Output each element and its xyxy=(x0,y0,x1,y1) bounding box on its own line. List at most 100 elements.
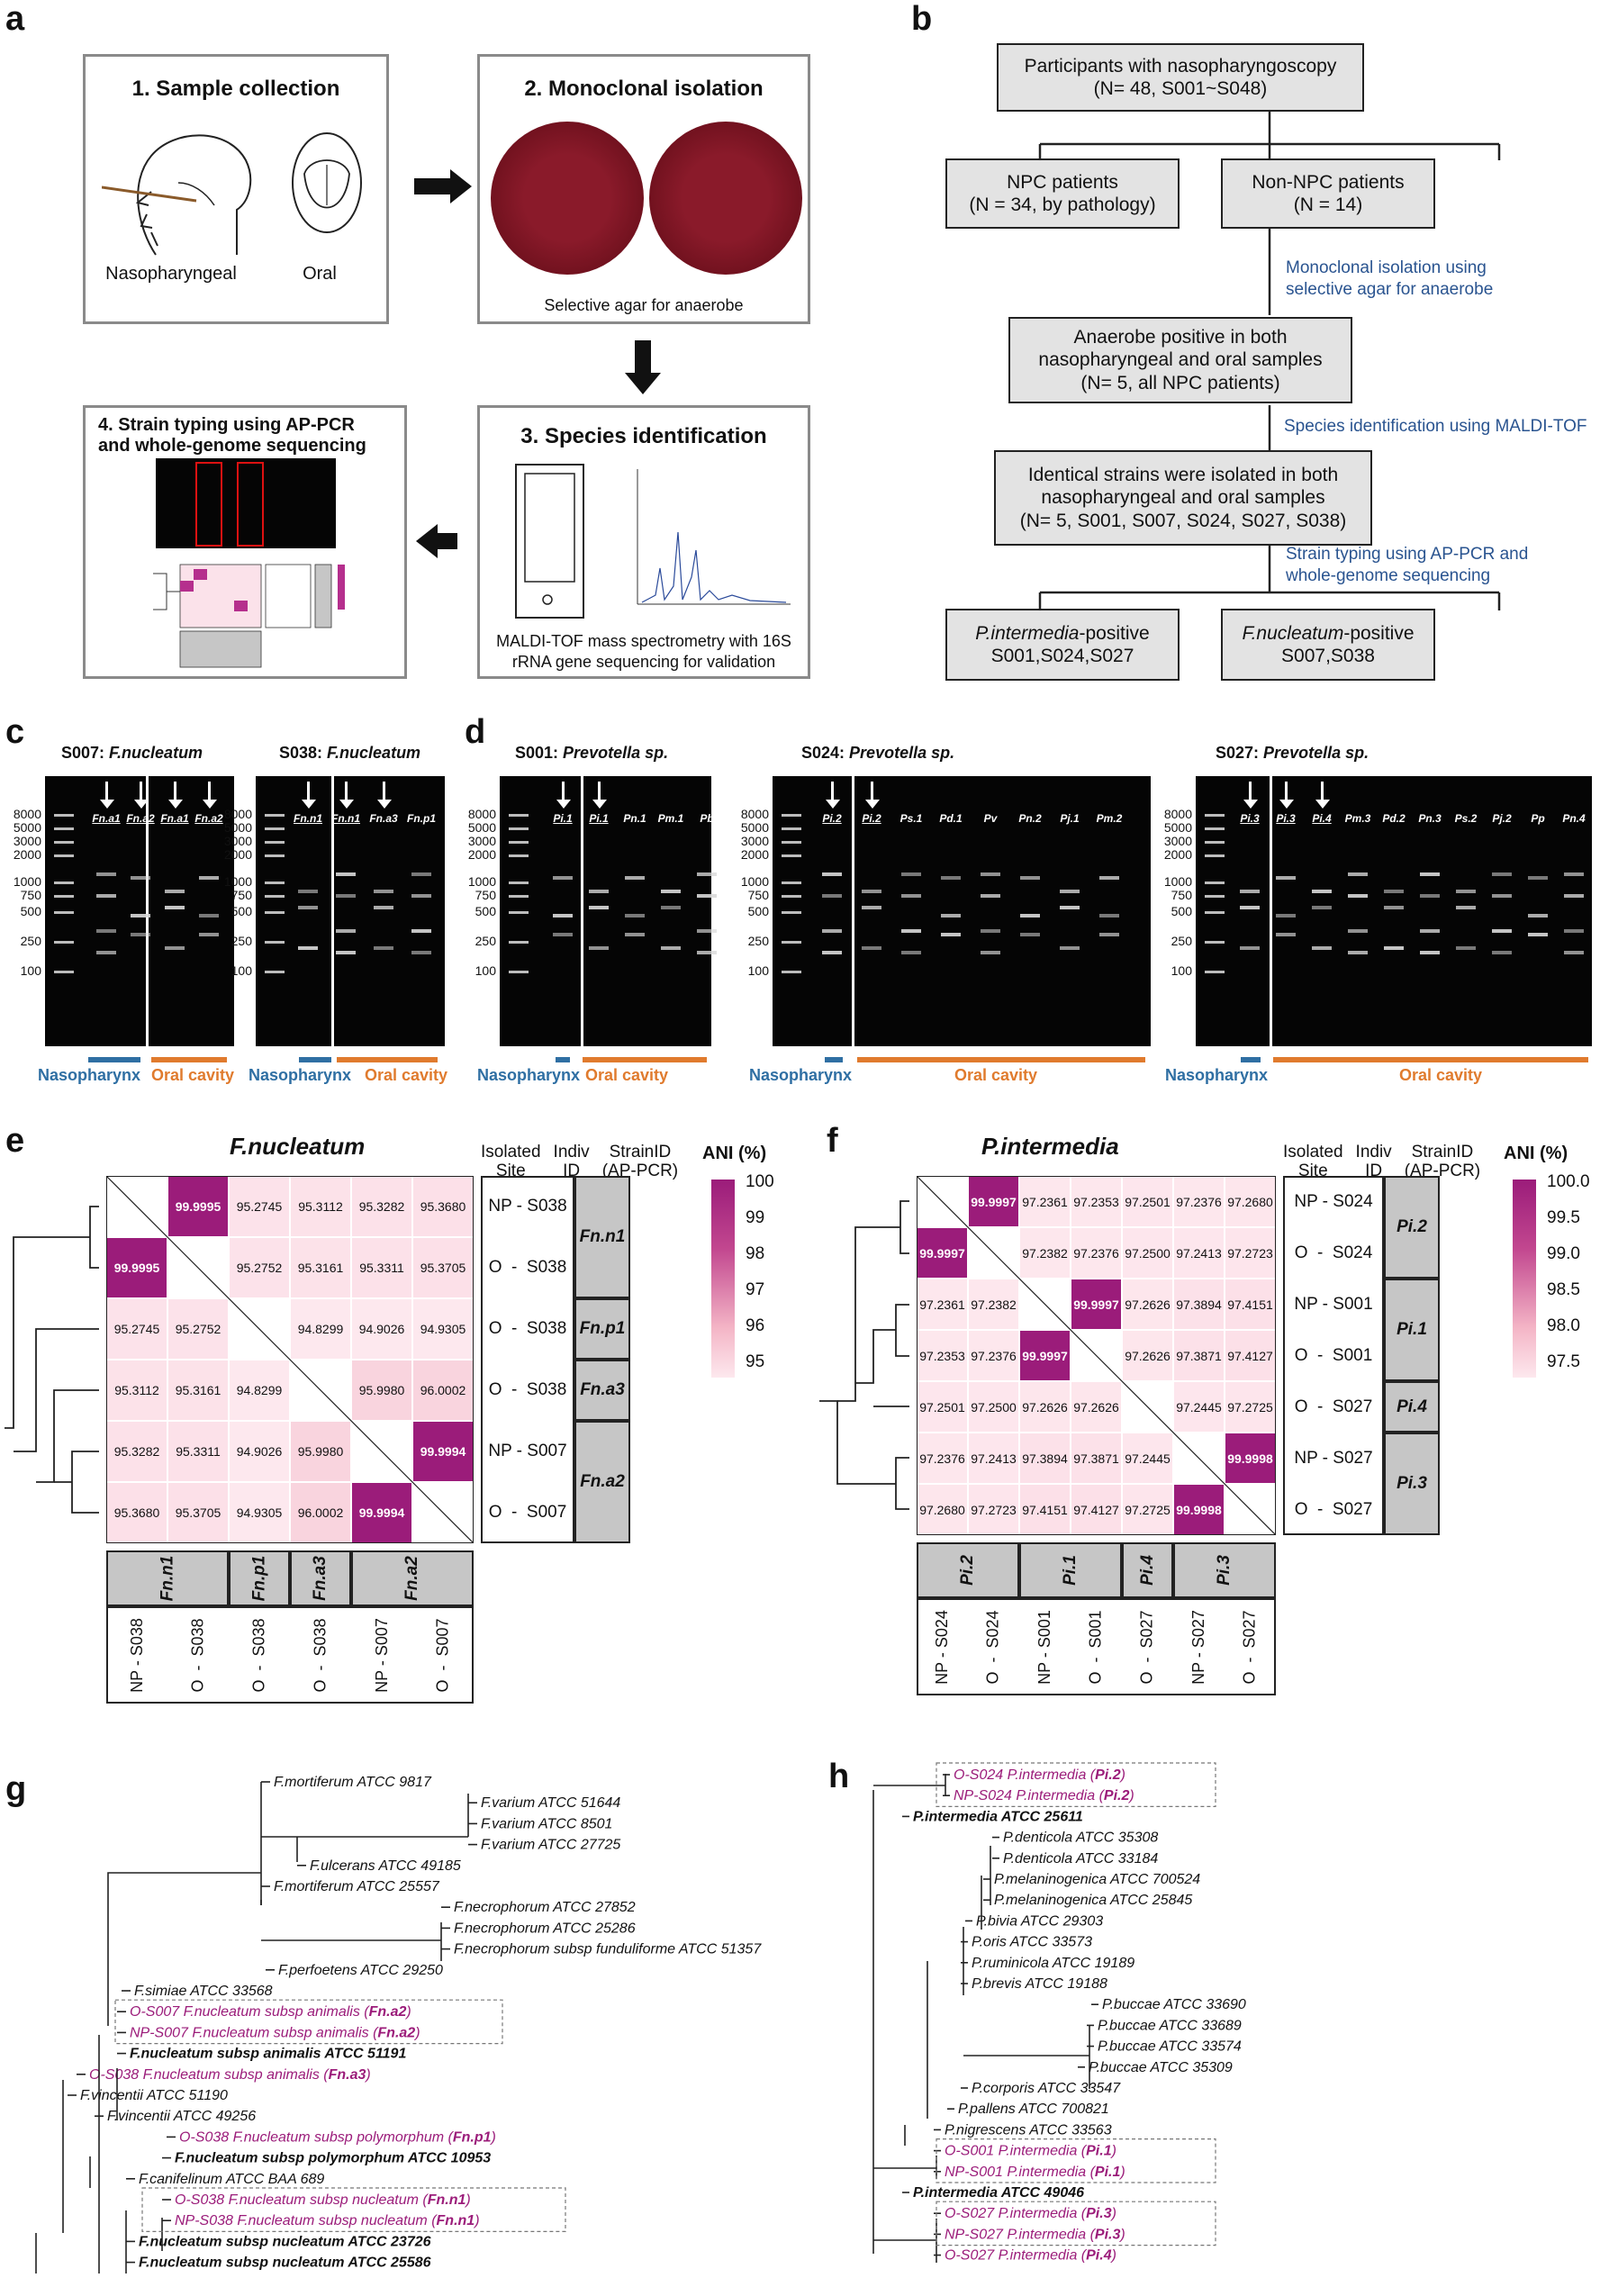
flow-box-identical-line3: (N= 5, S001, S007, S024, S027, S038) xyxy=(1019,510,1347,531)
step2-caption: Selective agar for anaerobe xyxy=(544,296,744,314)
heatmap-f-col-label: NP - S027 xyxy=(1173,1598,1225,1695)
gel-s024-band xyxy=(1020,876,1040,880)
gel-s024-lane-label: Pv xyxy=(983,812,998,825)
heatmap-e-cell: 95.2745 xyxy=(106,1298,167,1360)
tree-g-leaf-label: F.nucleatum subsp animalis ATCC 51191 xyxy=(130,2047,406,2062)
gel-s007-band xyxy=(199,876,219,880)
tree-h-leaf: P.buccae ATCC 33574 xyxy=(1087,2039,1242,2055)
gel-s027-lane-arrow-head xyxy=(1279,800,1294,809)
gel-s027-band xyxy=(1528,914,1548,917)
flow-box-fnucleatum: F.nucleatum-positive S007,S038 xyxy=(1221,609,1435,681)
heatmap-e-group-label: Fn.n1 xyxy=(574,1176,630,1298)
gel-s027-band xyxy=(1492,893,1512,898)
heatmap-e-col-label-text: NP - S007 xyxy=(372,1617,391,1693)
gel-s024-ladder-band xyxy=(782,895,801,898)
tree-h-leaf: P.buccae ATCC 35309 xyxy=(1078,2060,1233,2075)
heatmap-f-group-col-label: Pi.4 xyxy=(1122,1542,1173,1598)
gel-s024-ladder-label: 5000 xyxy=(740,820,769,835)
gel-s001-species: Prevotella sp. xyxy=(563,744,669,762)
gel-s038-band xyxy=(374,946,393,950)
heatmap-f-row-labels-box xyxy=(1283,1176,1384,1535)
tree-h-strain-tag: Pi.4 xyxy=(1086,2248,1112,2264)
heatmap-e-row-label: NP - S007 xyxy=(488,1442,567,1460)
tree-g-leaf-label: F.ulcerans ATCC 49185 xyxy=(310,1858,461,1874)
gel-s001-ladder-label: 100 xyxy=(475,963,496,978)
gel-s024-band xyxy=(822,950,842,954)
gel-s001-ladder-label: 3000 xyxy=(467,834,496,848)
heatmap-f-cell: 97.2725 xyxy=(1122,1484,1173,1535)
heatmap-e-cell: 94.9026 xyxy=(351,1298,412,1360)
tree-h-strain-tag-close: ) xyxy=(1118,2165,1125,2180)
tree-g-strain-tag-close: ) xyxy=(404,2004,411,2020)
heatmap-f-cell: 97.2723 xyxy=(968,1484,1019,1535)
gel-s027-band xyxy=(1384,890,1404,893)
gel-s027-band xyxy=(1276,933,1296,936)
gel-s027-ladder-band xyxy=(1205,814,1225,817)
gel-s024-lane-arrow-head xyxy=(865,800,880,809)
gel-s027-lane-label: Pd.2 xyxy=(1382,812,1406,825)
gel-s007-band xyxy=(96,872,116,876)
tree-g-leaf-label: F.varium ATCC 51644 xyxy=(481,1795,620,1811)
tree-h-strain-tag: Pi.2 xyxy=(1095,1767,1121,1783)
tree-g-leaf-label: F.vincentii ATCC 51190 xyxy=(80,2088,228,2103)
flow-note-monoclonal: Monoclonal isolation using selective aga… xyxy=(1286,258,1493,301)
gel-s024-lane-label: Pi.2 xyxy=(862,812,881,825)
gel-s001-lane-arrow-head xyxy=(592,800,607,809)
heatmap-f-cell: 97.2626 xyxy=(1122,1279,1173,1330)
gel-s038-lane-label: Fn.n1 xyxy=(294,812,322,825)
tree-g-leaf: F.varium ATCC 8501 xyxy=(468,1816,612,1831)
tree-g-leaf: F.mortiferum ATCC 25557 xyxy=(261,1879,440,1894)
gel-s024-ladder-band xyxy=(782,814,801,817)
gel-s024-band xyxy=(1020,914,1040,917)
gel-s024-ladder-label: 750 xyxy=(747,888,769,902)
heatmap-e-title: F.nucleatum xyxy=(230,1133,366,1160)
gel-s038-ladder-band xyxy=(265,895,285,898)
gel-s024-sample-id: S024: xyxy=(801,744,850,762)
heatmap-f-col-label-text: O - S027 xyxy=(1241,1609,1260,1685)
heatmap-f-title: P.intermedia xyxy=(981,1133,1119,1160)
tree-h-leaf-label: P.melaninogenica ATCC 25845 xyxy=(994,1893,1192,1908)
heatmap-e-row-label: NP - S038 xyxy=(488,1197,567,1216)
heatmap-f-group-label: Pi.1 xyxy=(1384,1279,1440,1381)
gel-s024-band xyxy=(941,876,961,880)
gel-s001-band xyxy=(625,914,645,917)
heatmap-f-cell: 97.3871 xyxy=(1071,1433,1122,1484)
gel-s024-ladder-label: 8000 xyxy=(740,807,769,821)
gel-s024-band xyxy=(1099,876,1119,880)
tree-g-leaf-label: O-S007 F.nucleatum subsp animalis (Fn.a2… xyxy=(130,2004,411,2020)
gel-s001-band xyxy=(589,890,609,893)
gel-s024-ladder-label: 100 xyxy=(747,963,769,978)
gel-s038-nasopharynx-bar xyxy=(299,1057,331,1062)
gel-s038-lane-arrow-head xyxy=(302,800,316,809)
tree-h-leaf: P.pallens ATCC 700821 xyxy=(947,2102,1109,2117)
gel-s038-ladder-band xyxy=(265,827,285,830)
gel-s027-ladder-label: 1000 xyxy=(1163,874,1192,889)
label-nasopharynx-d3: Nasopharynx xyxy=(1165,1066,1269,1084)
gel-s007-lane-label: Fn.a1 xyxy=(92,812,121,825)
gel-s038-ladder-label: 750 xyxy=(231,888,252,902)
tree-g-strain-tag: Fn.a2 xyxy=(377,2025,415,2040)
tree-h-leaf-label: P.oris ATCC 33573 xyxy=(972,1935,1092,1950)
heatmap-f-cell: 97.2501 xyxy=(917,1381,968,1433)
heatmap-e-cell: 94.8299 xyxy=(290,1298,351,1360)
heatmap-f-row-label: O - S027 xyxy=(1294,1499,1373,1519)
tree-h-leaf-label: P.denticola ATCC 33184 xyxy=(1003,1851,1158,1867)
gel-s027-band xyxy=(1492,950,1512,954)
tree-h-isolate-box xyxy=(936,2201,1216,2246)
tree-g-leaf: F.vincentii ATCC 49256 xyxy=(95,2109,256,2124)
heatmap-e-col-label-text: O - S038 xyxy=(188,1617,207,1693)
gel-s007-lane-label: Fn.a2 xyxy=(194,812,223,825)
gel-s027-ladder-band xyxy=(1205,854,1225,857)
tree-h-leaf: P.buccae ATCC 33690 xyxy=(1091,1997,1246,2012)
heatmap-e-legend-gradient xyxy=(711,1180,735,1378)
tree-h-leaf: NP-S001 P.intermedia (Pi.1) xyxy=(934,2165,1125,2180)
heatmap-e-col-label: O - S038 xyxy=(290,1606,351,1704)
gel-s027-band xyxy=(1312,890,1332,893)
heatmap-e-legend-tick: 95 xyxy=(746,1352,765,1371)
tree-h-leaf-label: P.pallens ATCC 700821 xyxy=(958,2102,1109,2117)
flow-box-identical-line2: nasopharyngeal and oral samples xyxy=(1041,487,1325,509)
heatmap-f-diagonal xyxy=(917,1176,1276,1535)
gel-s038-ladder-label: 3000 xyxy=(223,834,252,848)
gel-s007-band xyxy=(131,914,150,917)
